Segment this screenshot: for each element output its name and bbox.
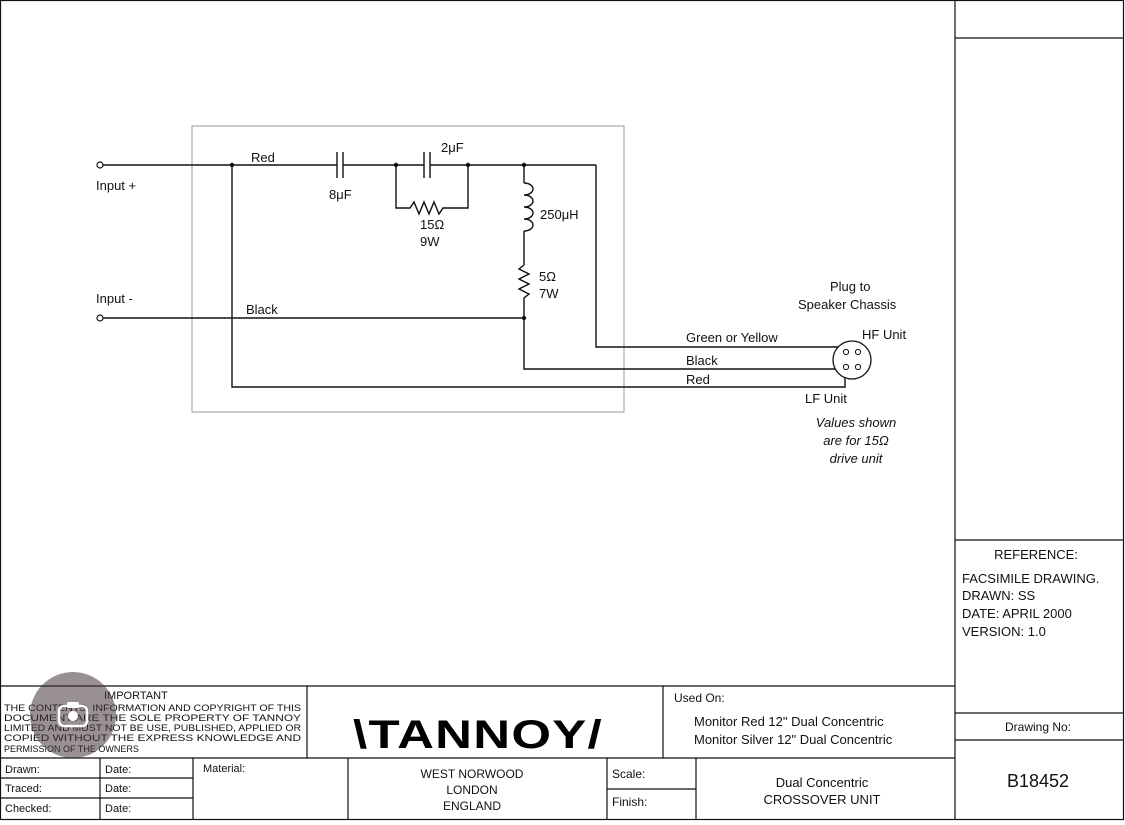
important-line2: DOCUMENT ARE THE SOLE PROPERTY OF TANNOY [4, 713, 301, 723]
important-heading: IMPORTANT [104, 690, 168, 702]
wire-black-out [523, 318, 835, 370]
res2-value-label: 5Ω [539, 269, 556, 284]
wire-red-out [231, 165, 846, 388]
plug-label-line1: Plug to [830, 279, 870, 294]
reference-line4: VERSION: 1.0 [962, 624, 1046, 639]
scale-label: Scale: [612, 767, 645, 781]
note-line1: Values shown [816, 415, 896, 430]
input-minus-label: Input - [96, 291, 133, 306]
wire-green-yellow [595, 165, 838, 348]
address-line2: LONDON [446, 783, 497, 797]
date-label-checked: Date: [105, 803, 131, 815]
drawing-number: B18452 [1007, 771, 1069, 791]
note-line3: drive unit [830, 451, 884, 466]
plug-label-line2: Speaker Chassis [798, 297, 897, 312]
material-label: Material: [203, 763, 245, 775]
plug-pin-2 [854, 348, 862, 356]
drawn-label: Drawn: [5, 764, 40, 776]
note-line2: are for 15Ω [823, 433, 889, 448]
cap1-label: 8μF [329, 187, 352, 202]
important-line1: THE CONTENTS, INFORMATION AND COPYRIGHT … [4, 703, 301, 713]
drawing-title-line2: CROSSOVER UNIT [763, 792, 880, 807]
inductor-250uH [523, 182, 534, 232]
plug-pin-4 [854, 363, 862, 371]
finish-label: Finish: [612, 795, 647, 809]
used-on-label: Used On: [674, 691, 725, 705]
speaker-plug [832, 340, 872, 380]
lf-unit-label: LF Unit [805, 391, 847, 406]
crossover-enclosure [191, 125, 625, 413]
wire-black-left-label: Black [246, 302, 278, 317]
wire-green-yellow-label: Green or Yellow [686, 330, 778, 345]
input-plus-label: Input + [96, 178, 136, 193]
important-line3: LIMITED AND MUST NOT BE USE, PUBLISHED, … [4, 723, 302, 733]
checked-label: Checked: [5, 803, 51, 815]
reference-line2: DRAWN: SS [962, 588, 1036, 603]
reference-line1: FACSIMILE DRAWING. [962, 571, 1099, 586]
reference-heading: REFERENCE: [994, 547, 1078, 562]
used-on-item-1: Monitor Red 12" Dual Concentric [694, 714, 884, 729]
resistor-5-ohm [517, 264, 531, 318]
address-line3: ENGLAND [443, 799, 501, 813]
drawing-title-line1: Dual Concentric [776, 775, 869, 790]
inductor-label: 250μH [540, 207, 579, 222]
res1-power-label: 9W [420, 234, 440, 249]
reference-line3: DATE: APRIL 2000 [962, 606, 1072, 621]
wire-red-out-label: Red [686, 372, 710, 387]
wire-red-top-label: Red [251, 150, 275, 165]
address-line1: WEST NORWOOD [421, 767, 524, 781]
plug-pin-1 [842, 348, 850, 356]
camera-lens-icon [57, 702, 89, 728]
input-minus-terminal [96, 314, 104, 322]
resistor-15-ohm [395, 165, 469, 216]
input-plus-terminal [96, 161, 104, 169]
drawing-no-label: Drawing No: [1005, 720, 1071, 734]
important-line4: COPIED WITHOUT THE EXPRESS KNOWLEDGE AND [4, 733, 302, 743]
hf-unit-label: HF Unit [862, 327, 906, 342]
traced-label: Traced: [5, 783, 42, 795]
plug-pin-3 [842, 363, 850, 371]
cap2-label: 2μF [441, 140, 464, 155]
res2-power-label: 7W [539, 286, 559, 301]
wire-black-out-label: Black [686, 353, 718, 368]
date-label-traced: Date: [105, 783, 131, 795]
date-label-drawn: Date: [105, 764, 131, 776]
res1-value-label: 15Ω [420, 217, 444, 232]
tannoy-logo: \TANNOY/ [353, 713, 603, 757]
used-on-item-2: Monitor Silver 12" Dual Concentric [694, 732, 893, 747]
